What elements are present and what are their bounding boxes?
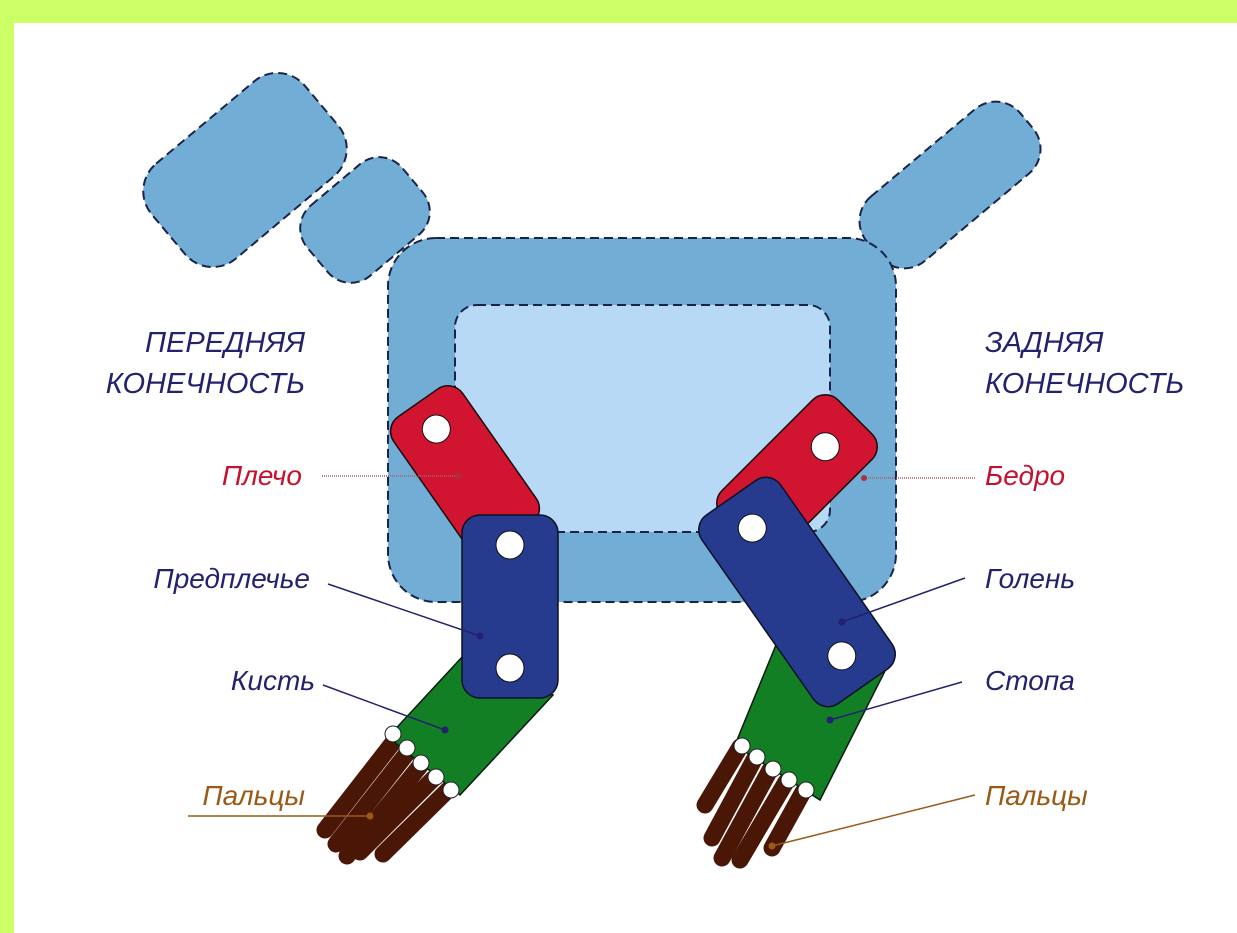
forearm-joint-bottom (496, 654, 524, 682)
hind-limb-heading-line1: ЗАДНЯЯ (985, 327, 1104, 359)
thigh-label: Бедро (985, 460, 1065, 491)
forearm-label: Предплечье (153, 563, 310, 594)
shoulder-label: Плечо (222, 460, 302, 491)
shin-label: Голень (985, 563, 1075, 594)
front-limb-heading-line2: КОНЕЧНОСТЬ (106, 368, 305, 400)
forearm-joint-top (496, 531, 524, 559)
front-fingers-label: Пальцы (202, 780, 305, 811)
wrist-label: Кисть (231, 665, 315, 696)
hind-fingers-label: Пальцы (985, 780, 1088, 811)
hind-limb-heading-line2: КОНЕЧНОСТЬ (985, 368, 1184, 400)
front-limb-heading-line1: ПЕРЕДНЯЯ (145, 327, 305, 359)
foot-label: Стопа (985, 665, 1075, 696)
